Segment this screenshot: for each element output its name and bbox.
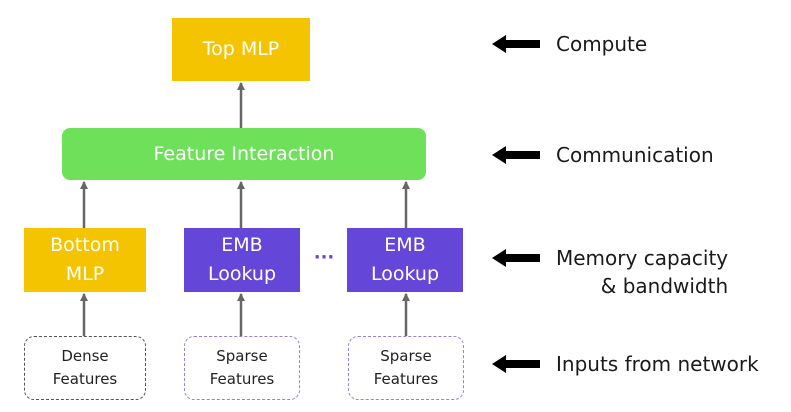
annotation-arrow-memory	[492, 249, 540, 267]
annotation-arrow-communication	[492, 146, 540, 164]
bottom-mlp-label-line2: MLP	[65, 263, 105, 285]
sparse-features-2-line1: Sparse	[380, 347, 432, 365]
annotation-inputs: Inputs from network	[556, 350, 759, 378]
top-mlp-label: Top MLP	[202, 38, 280, 60]
annotation-communication: Communication	[556, 141, 714, 169]
annotation-memory: Memory capacity & bandwidth	[556, 244, 728, 300]
annotation-compute-label: Compute	[556, 32, 648, 56]
dense-features-line2: Features	[52, 370, 118, 388]
bottom-mlp-label-line1: Bottom	[50, 234, 120, 256]
emb-lookup-2-line2: Lookup	[370, 263, 440, 285]
annotation-memory-line2: & bandwidth	[600, 274, 729, 298]
annotation-memory-line1: Memory capacity	[556, 246, 729, 270]
emb-lookup-1-line2: Lookup	[207, 263, 277, 285]
top-mlp-box: Top MLP	[172, 18, 310, 81]
annotation-compute: Compute	[556, 30, 647, 58]
annotation-inputs-label: Inputs from network	[556, 352, 759, 376]
emb-lookup-1-line1: EMB	[221, 234, 263, 256]
annotation-communication-label: Communication	[556, 143, 714, 167]
feature-interaction-label: Feature Interaction	[153, 142, 335, 165]
sparse-features-2-line2: Features	[373, 370, 439, 388]
emb-lookup-box-1: EMB Lookup	[184, 228, 300, 292]
dense-features-box: Dense Features	[24, 336, 146, 400]
emb-lookup-2-line1: EMB	[384, 234, 426, 256]
annotation-arrow-compute	[492, 35, 540, 53]
sparse-features-1-line1: Sparse	[216, 347, 268, 365]
sparse-features-box-2: Sparse Features	[348, 336, 464, 400]
dense-features-line1: Dense	[61, 347, 109, 365]
feature-interaction-box: Feature Interaction	[62, 128, 426, 180]
sparse-features-box-1: Sparse Features	[184, 336, 300, 400]
ellipsis-dots: ···	[313, 247, 335, 268]
annotation-arrow-inputs	[492, 355, 540, 373]
sparse-features-1-line2: Features	[209, 370, 275, 388]
emb-lookup-box-2: EMB Lookup	[347, 228, 463, 292]
bottom-mlp-box: Bottom MLP	[24, 228, 146, 292]
